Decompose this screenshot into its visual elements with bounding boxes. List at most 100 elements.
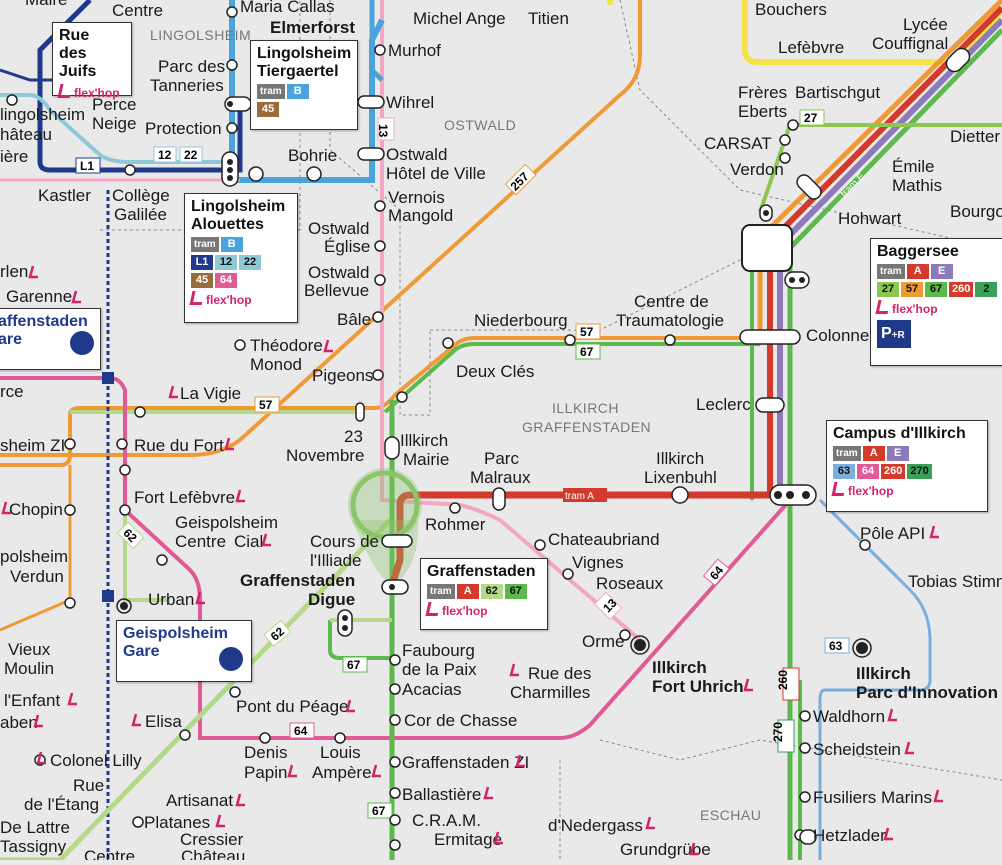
svg-text:Digue: Digue [308, 590, 355, 609]
stop-lycee: Lycée [903, 15, 948, 34]
flexhop-icon [57, 84, 73, 98]
stop-fort-lefebvre: Fort Lefèbvre [134, 488, 235, 507]
stop-pole-api: Pôle API [860, 524, 925, 543]
stop-theodore-monod: Théodore [250, 336, 323, 355]
park-and-ride-icon: P+R [877, 320, 911, 348]
line-tram-a[interactable] [388, 491, 770, 587]
stop-perce-2: rce [0, 382, 24, 401]
stop-orme: Orme [582, 632, 625, 651]
stop-illkirch-mairie: Illkirch [400, 431, 448, 450]
stop-cressier-chateau: Cressier [180, 830, 244, 849]
stop-titien: Titien [528, 9, 569, 28]
stop-roseaux: Roseaux [596, 574, 664, 593]
stop-niederbourg: Niederbourg [474, 311, 568, 330]
stop-bohrie: Bohrie [288, 146, 337, 165]
stop-centre-traumatologie: Centre de [634, 292, 709, 311]
svg-text:67: 67 [372, 804, 386, 818]
line-number-tags: 12 22 L1 13 27 57 67 57 257 62 62 67 67 … [75, 109, 850, 819]
svg-text:Galilée: Galilée [114, 205, 167, 224]
stop-ostwald-eglise: Ostwald [308, 219, 369, 238]
stop-vieux-moulin: Vieux [8, 640, 51, 659]
line-57[interactable] [0, 336, 760, 467]
svg-text:hâteau: hâteau [0, 125, 52, 144]
stop-artisanat: Artisanat [166, 791, 233, 810]
train-icon [219, 647, 243, 671]
stop-leclerc: Leclerc [696, 395, 751, 414]
stop-rue-des-charmilles: Rue des [528, 664, 591, 683]
line-13[interactable] [380, 0, 642, 642]
svg-text:12: 12 [158, 148, 172, 162]
svg-text:Hôtel de Ville: Hôtel de Ville [386, 164, 486, 183]
stop-illkirch-fort-uhrich: Illkirch [652, 658, 707, 677]
svg-text:Tassigny: Tassigny [0, 837, 67, 856]
stop-deux-cles: Deux Clés [456, 362, 534, 381]
stop-markers [6, 6, 871, 851]
stop-louis-ampere: Louis [320, 743, 361, 762]
svg-text:l'Illiade: l'Illiade [310, 551, 361, 570]
svg-text:Traumatologie: Traumatologie [616, 311, 724, 330]
line-64[interactable] [0, 376, 792, 740]
area-lingolsheim: LINGOLSHEIM [150, 27, 251, 43]
svg-text:Neige: Neige [92, 114, 136, 133]
svg-text:64: 64 [294, 724, 308, 738]
svg-text:Parc d'Innovation: Parc d'Innovation [856, 683, 998, 702]
stop-pigeons: Pigeons [312, 366, 373, 385]
line-l1[interactable] [37, 0, 243, 173]
stop-hohwart: Hohwart [838, 209, 902, 228]
stop-lingolsheim-chateau: lingolsheim [0, 105, 85, 124]
stop-dietter: Dietter [950, 127, 1000, 146]
svg-text:de l'Étang: de l'Étang [24, 795, 99, 814]
svg-text:57: 57 [259, 398, 273, 412]
svg-text:Charmilles: Charmilles [510, 683, 590, 702]
stop-bartischgut: Bartischgut [795, 83, 880, 102]
stop-elmerforst: Elmerforst [270, 18, 355, 37]
stop-geispolsheim-centre: Geispolsheim [175, 513, 278, 532]
stop-tanneries: Tanneries [150, 76, 224, 95]
svg-text:Bellevue: Bellevue [304, 281, 369, 300]
svg-text:Verdun: Verdun [10, 567, 64, 586]
stop-ostwald-bellevue: Ostwald [308, 263, 369, 282]
area-graffenstaden: GRAFFENSTADEN [522, 419, 651, 435]
stop-protection: Protection [145, 119, 222, 138]
area-eschau: ESCHAU [700, 807, 761, 823]
stop-denis-papin: Denis [244, 743, 287, 762]
stop-perce-neige: Perce [92, 95, 136, 114]
box-geispolsheim-gare[interactable]: Geispolsheim Gare [116, 620, 252, 682]
line-67[interactable] [383, 342, 760, 414]
stop-vernois-mangold: Vernois [388, 188, 445, 207]
stop-illkirch-parc-innovation: Illkirch [856, 664, 911, 683]
stop-grundgrube: Grundgrübe [620, 840, 711, 859]
svg-text:67: 67 [580, 345, 594, 359]
stop-verdon: Verdon [730, 160, 784, 179]
stop-freres-eberts: Frères [738, 83, 787, 102]
svg-text:Cial: Cial [234, 532, 263, 551]
svg-text:Mairie: Mairie [403, 450, 449, 469]
stop-fusiliers-marins: Fusiliers Marins [813, 788, 932, 807]
svg-text:Mathis: Mathis [892, 176, 942, 195]
stop-scheidstein: Scheidstein [813, 740, 901, 759]
svg-text:Église: Église [324, 237, 370, 256]
line-257[interactable] [0, 0, 642, 457]
flexhop-icon [189, 291, 205, 305]
line-63[interactable] [818, 498, 932, 860]
stop-platanes: Platanes [144, 813, 210, 832]
svg-text:Lixenbuhl: Lixenbuhl [644, 468, 717, 487]
svg-text:de la Paix: de la Paix [402, 660, 477, 679]
stop-de-lattre-tassigny: De Lattre [0, 818, 70, 837]
flexhop-icon [875, 300, 891, 314]
stop-graffenstaden-digue: Graffenstaden [240, 571, 355, 590]
box-graffenstaden-gare[interactable]: affenstaden are [0, 308, 101, 370]
svg-text:Monod: Monod [250, 355, 302, 374]
stop-cor-de-chasse: Cor de Chasse [404, 711, 517, 730]
stop-college-galilee: Collège [112, 186, 170, 205]
box-rue-des-juifs[interactable]: Rue des Juifs flex'hop [52, 22, 132, 100]
stop-couffignal: Couffignal [872, 34, 948, 53]
